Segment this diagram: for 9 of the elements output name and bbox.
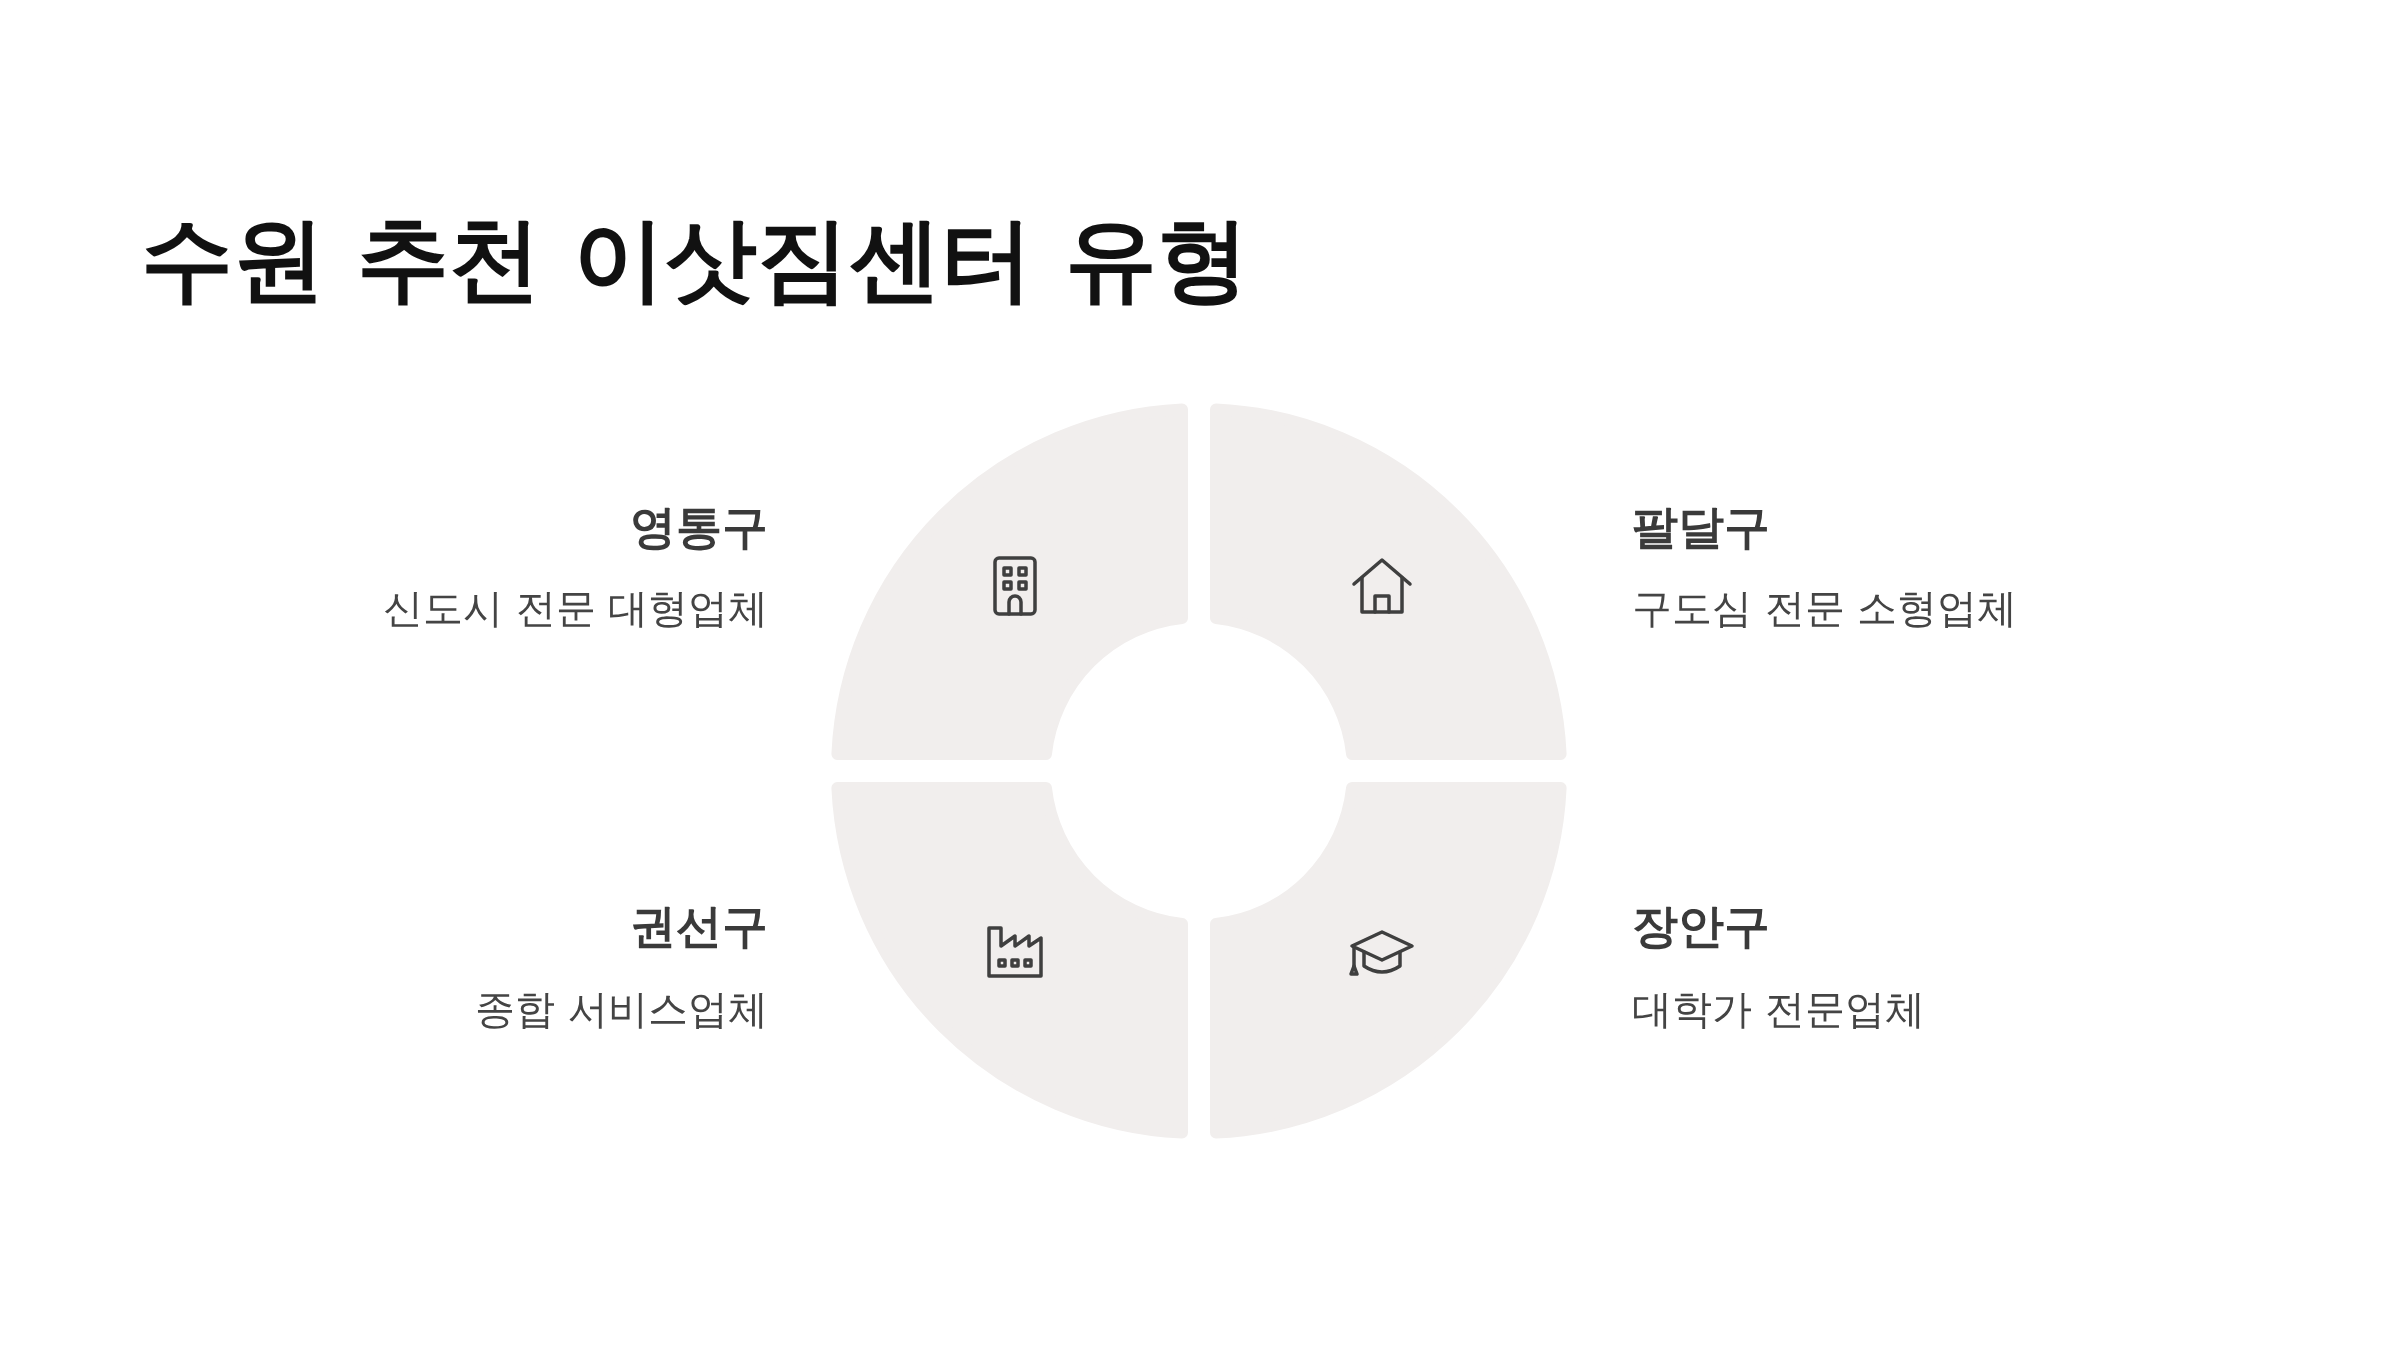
- title: 수원 추천 이삿짐센터 유형: [141, 205, 1250, 315]
- district-description: 대학가 전문업체: [1632, 985, 1925, 1033]
- district-description: 신도시 전문 대형업체: [383, 584, 769, 632]
- district-name: 권선구: [630, 898, 768, 954]
- district-name: 팔달구: [1632, 499, 1770, 555]
- district-name: 장안구: [1632, 898, 1770, 954]
- district-description: 구도심 전문 소형업체: [1632, 584, 2018, 632]
- district-name: 영통구: [630, 499, 768, 555]
- district-description: 종합 서비스업체: [475, 985, 768, 1033]
